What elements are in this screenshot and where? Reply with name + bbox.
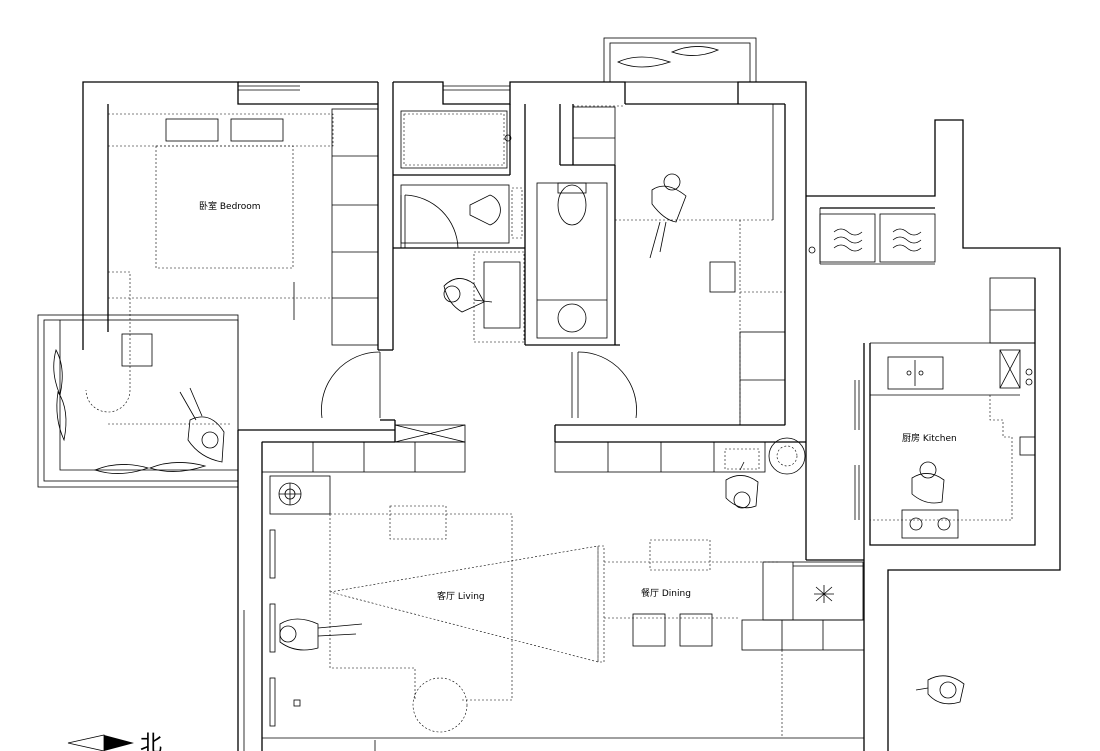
study-furniture [572,104,786,426]
kitchen-label: 厨房 Kitchen [902,432,957,444]
kitchen-fixtures [808,213,1036,545]
living-label: 客厅 Living [437,590,485,602]
plants [53,46,720,474]
doors [321,194,860,520]
north-label: 北 [140,732,162,751]
bedroom-label: 卧室 Bedroom [199,200,261,212]
people-figures [179,173,965,705]
person-living [279,618,363,651]
interior-walls [377,104,865,561]
living-dining-furniture [243,475,865,751]
person-study [649,173,687,259]
corridor-cabinets [261,424,806,475]
bathroom-fixtures [400,110,608,343]
person-bathroom [443,278,493,313]
person-corridor [725,461,759,509]
exterior-walls [37,37,1061,751]
bedroom-furniture [85,108,379,425]
person-bedroom [179,387,225,463]
north-arrow-icon [67,734,134,751]
person-kitchen [911,461,945,504]
person-outside [915,675,965,705]
dining-label: 餐厅 Dining [641,587,691,599]
